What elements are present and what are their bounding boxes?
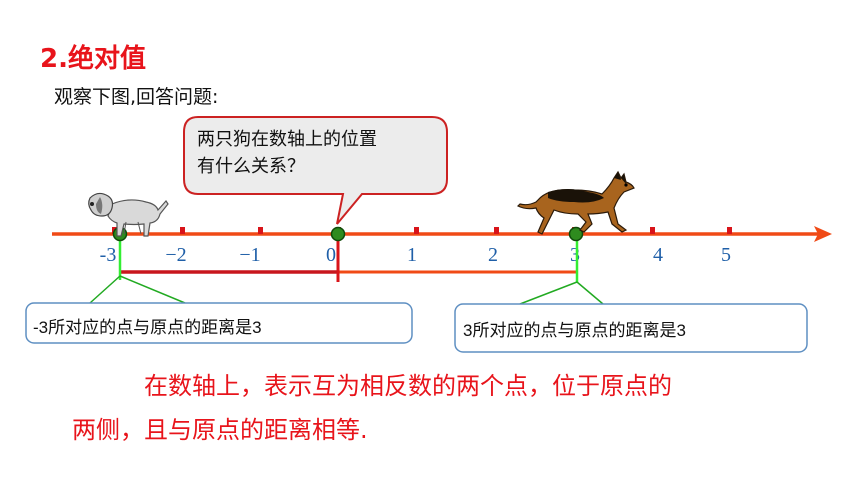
conclusion-line-2: 两侧，且与原点的距离相等. (72, 416, 368, 444)
speech-bubble (183, 116, 448, 225)
tick-mark (180, 227, 185, 234)
left-callout-box (25, 302, 413, 344)
left-callout-text: -3所对应的点与原点的距离是3 (33, 318, 262, 337)
tick-label: 2 (488, 244, 498, 266)
tick-label: 4 (653, 244, 663, 266)
section-heading: 2.绝对值 (40, 44, 146, 74)
left-connector (89, 275, 121, 304)
tick-mark (494, 227, 499, 234)
speech-bubble-line: 有什么关系？ (197, 156, 305, 177)
conclusion-line-1: 在数轴上，表示互为相反数的两个点，位于原点的 (144, 372, 672, 400)
tick-label: 1 (407, 244, 417, 266)
left-connector (119, 275, 186, 304)
tick-label: −2 (165, 244, 186, 266)
tick-label: 3 (570, 244, 580, 266)
german-shepherd-icon (516, 170, 635, 235)
tick-mark (414, 227, 419, 234)
speech-bubble-line: 两只狗在数轴上的位置 (197, 129, 377, 150)
right-connector (519, 281, 578, 305)
small-dog-icon (88, 192, 169, 237)
tick-label: 0 (326, 244, 336, 266)
right-callout-text: 3所对应的点与原点的距离是3 (463, 321, 686, 340)
point-origin (330, 226, 346, 242)
tick-label: 5 (721, 244, 731, 266)
instruction-text: 观察下图,回答问题: (54, 86, 219, 108)
right-connector (576, 281, 604, 305)
axis-arrow-icon (814, 226, 832, 242)
speech-bubble-text: 两只狗在数轴上的位置 有什么关系？ (197, 126, 437, 180)
tick-label: −1 (239, 244, 260, 266)
tick-label: -3 (100, 244, 117, 266)
tick-mark (650, 227, 655, 234)
right-callout-box (454, 303, 808, 353)
point-positive-three (568, 226, 584, 242)
tick-mark (727, 227, 732, 234)
tick-mark (258, 227, 263, 234)
